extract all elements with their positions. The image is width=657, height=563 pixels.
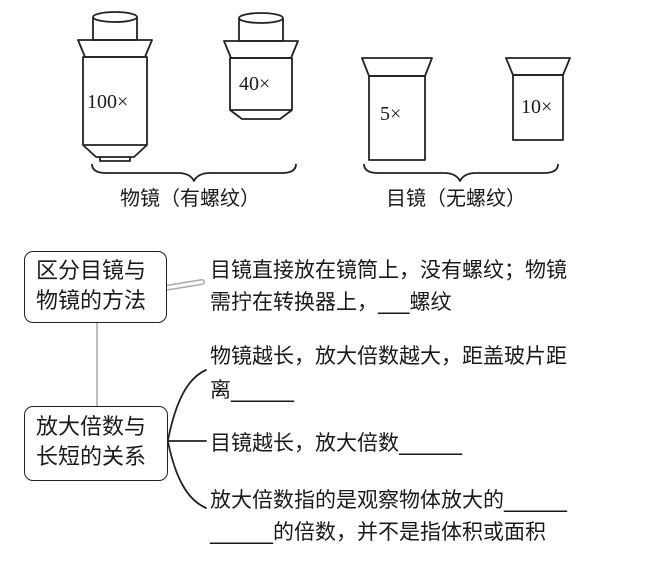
objective-100x-label: 100× <box>87 91 129 113</box>
magnification-item2: 目镜越长，放大倍数______ <box>210 431 462 455</box>
objective-brace <box>91 163 297 182</box>
eyepiece-10x-lens-shape <box>505 57 571 141</box>
magnification-item1-line2: 离______ <box>210 378 294 402</box>
magnification-box-line1: 放大倍数与 <box>36 415 147 440</box>
objective-40x-lens-shape <box>223 12 299 120</box>
magnification-item3-line2: ______的倍数，并不是指体积或面积 <box>210 520 546 544</box>
connector-magnification-item1 <box>167 369 207 441</box>
magnification-item1-line1: 物镜越长，放大倍数越大，距盖玻片距 <box>210 344 567 368</box>
objective-100x-lens-shape <box>77 11 153 162</box>
objective-40x-label: 40× <box>239 73 271 95</box>
distinguish-text-line1: 目镜直接放在镜筒上，没有螺纹；物镜 <box>210 258 567 282</box>
magnification-relation-box: 放大倍数与 长短的关系 <box>24 406 168 481</box>
magnification-item3-line1: 放大倍数指的是观察物体放大的______ <box>210 488 567 512</box>
distinguish-method-box: 区分目镜与 物镜的方法 <box>24 251 167 323</box>
magnification-box-line2: 长短的关系 <box>36 445 147 470</box>
eyepiece-5x-lens-shape <box>361 57 433 161</box>
objective-caption: 物镜（有螺纹） <box>120 186 260 210</box>
eyepiece-brace <box>363 163 559 182</box>
connector-magnification-item3 <box>167 441 207 509</box>
distinguish-box-line2: 物镜的方法 <box>36 289 147 314</box>
connector-distinguish-inner <box>163 280 204 290</box>
eyepiece-caption: 目镜（无螺纹） <box>386 186 526 210</box>
distinguish-box-line1: 区分目镜与 <box>36 259 147 284</box>
eyepiece-10x-label: 10× <box>521 96 553 118</box>
eyepiece-5x-label: 5× <box>380 103 402 125</box>
distinguish-text-line2: 需拧在转换器上，___螺纹 <box>210 290 452 314</box>
